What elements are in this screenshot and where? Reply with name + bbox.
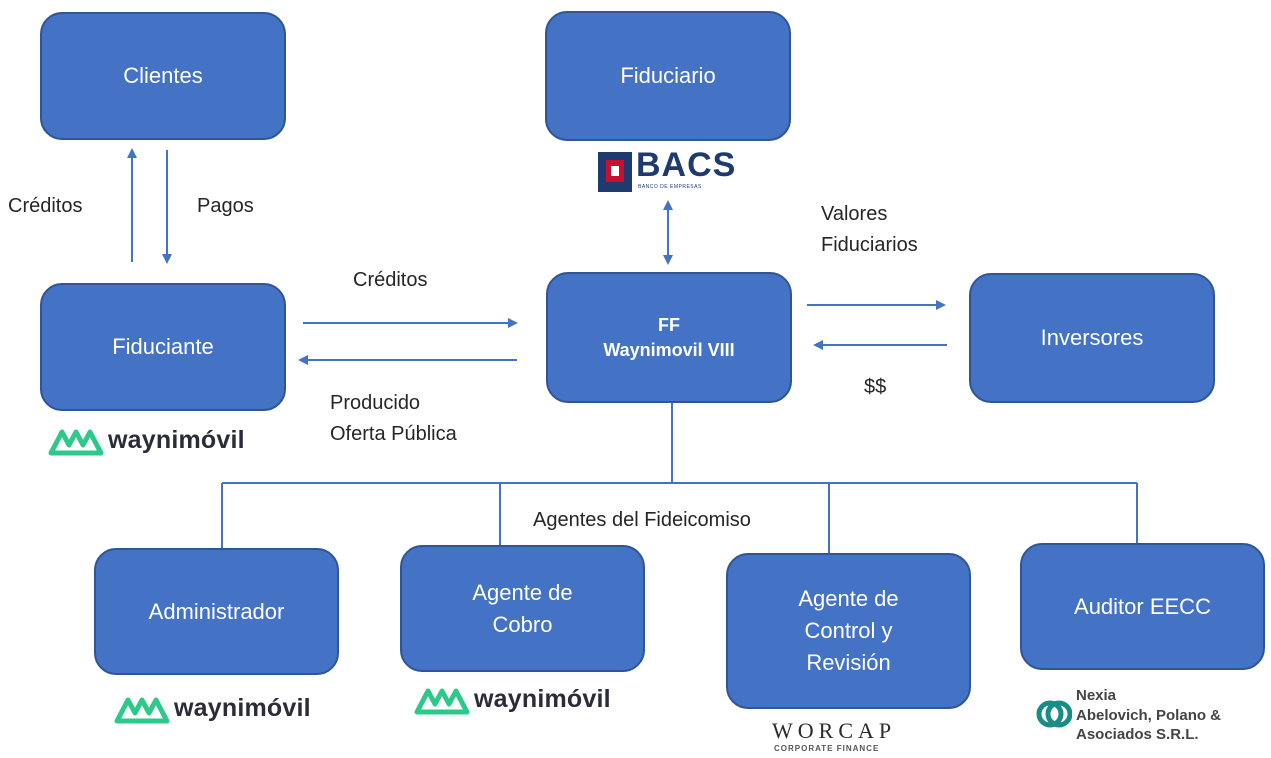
clientes-box: Clientes bbox=[40, 12, 286, 140]
nexia-text: Nexia Abelovich, Polano & Asociados S.R.… bbox=[1076, 687, 1222, 743]
waynimovil-mark-icon bbox=[414, 688, 470, 715]
fiduciario-box: Fiduciario bbox=[545, 11, 791, 141]
waynimovil-text: waynimóvil bbox=[174, 694, 311, 722]
waynimovil-logo-administrador: waynimóvil bbox=[114, 693, 344, 729]
pagos-label: Pagos bbox=[197, 195, 254, 217]
valores-label: Valores Fiduciarios bbox=[821, 203, 918, 256]
waynimovil-mark-icon bbox=[48, 429, 104, 456]
auditor-box: Auditor EECC bbox=[1020, 543, 1265, 670]
auditor-label: Auditor EECC bbox=[1074, 593, 1211, 619]
worcap-logo: WORCAP CORPORATE FINANCE bbox=[770, 718, 940, 754]
bacs-logo: BACS BANCO DE EMPRESAS bbox=[598, 146, 738, 195]
nexia-logo: Nexia Abelovich, Polano & Asociados S.R.… bbox=[1036, 686, 1268, 756]
nexia-mark-icon bbox=[1036, 700, 1072, 728]
agente-control-label: Agente de Control y Revisión bbox=[798, 586, 899, 675]
ff-label: FF Waynimovil VIII bbox=[603, 315, 735, 360]
fiduciante-label: Fiduciante bbox=[112, 334, 214, 360]
fiduciante-box: Fiduciante bbox=[40, 283, 286, 411]
waynimovil-text: waynimóvil bbox=[474, 685, 611, 713]
waynimovil-text: waynimóvil bbox=[108, 426, 245, 454]
waynimovil-mark-icon bbox=[114, 697, 170, 724]
agente-cobro-box: Agente de Cobro bbox=[400, 545, 645, 672]
waynimovil-logo-fiduciante: waynimóvil bbox=[48, 425, 278, 461]
inversores-box: Inversores bbox=[969, 273, 1215, 403]
administrador-box: Administrador bbox=[94, 548, 339, 675]
agente-cobro-label: Agente de Cobro bbox=[472, 579, 573, 637]
worcap-text: WORCAP bbox=[772, 718, 897, 743]
bacs-mark-icon bbox=[598, 152, 632, 192]
clientes-label: Clientes bbox=[123, 63, 203, 89]
administrador-label: Administrador bbox=[148, 598, 285, 624]
bacs-text: BACS bbox=[636, 146, 737, 184]
creditos-mid-label: Créditos bbox=[353, 269, 428, 291]
fiduciario-label: Fiduciario bbox=[620, 63, 716, 89]
ff-box: FF Waynimovil VIII bbox=[546, 272, 792, 403]
agentes-label: Agentes del Fideicomiso bbox=[533, 509, 751, 531]
worcap-subtext: CORPORATE FINANCE bbox=[774, 744, 880, 753]
creditos-left-label: Créditos bbox=[8, 195, 83, 217]
pesos-label: $$ bbox=[864, 376, 887, 398]
agente-control-box: Agente de Control y Revisión bbox=[726, 553, 971, 709]
bacs-subtext: BANCO DE EMPRESAS bbox=[638, 184, 702, 190]
waynimovil-logo-agente-cobro: waynimóvil bbox=[414, 684, 644, 720]
inversores-label: Inversores bbox=[1040, 325, 1144, 351]
producido-label: Producido Oferta Pública bbox=[330, 392, 457, 445]
